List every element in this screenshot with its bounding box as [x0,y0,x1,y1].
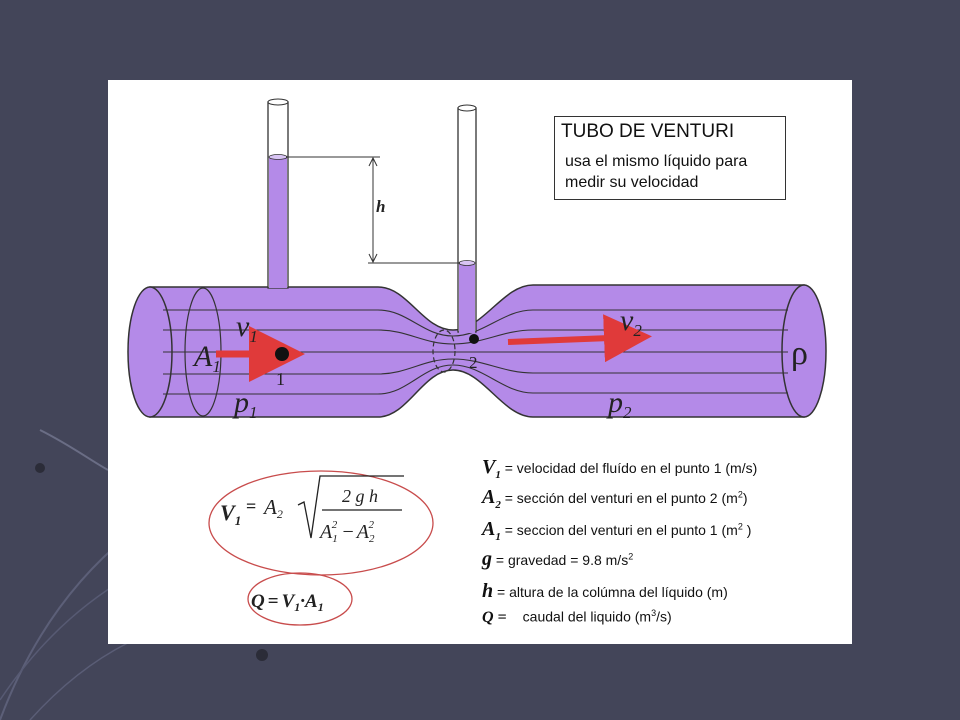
h-label: h [376,197,385,216]
svg-text:V1: V1 [220,500,241,528]
height-dimension [286,156,460,264]
slide: h 1 2 v1 v2 A1 p1 p2 ρ V1 = A2 2 g h A12… [108,80,852,644]
diagram-title: TUBO DE VENTURI [561,121,735,142]
svg-text:A2: A2 [262,495,283,521]
throat-ring [432,329,456,373]
p1-label: p1 [232,386,258,422]
venturi-diagram: h 1 2 v1 v2 A1 p1 p2 ρ V1 = A2 2 g h A12… [127,98,827,626]
rho-label: ρ [791,335,808,372]
v2-label: v2 [620,304,642,340]
legend-row-v1: V1 = velocidad del fluído en el punto 1 … [482,456,758,481]
legend-row-a1: A1 = seccion del venturi en el punto 1 (… [482,518,752,543]
flow-formula: Q=V1·A1 [251,591,324,614]
point-2-dot [469,334,479,344]
a1-label: A1 [192,340,221,376]
svg-text:=: = [246,496,256,516]
legend-row-a2: A2 = sección del venturi en el punto 2 (… [482,486,748,511]
piezometer-tube-1 [267,98,289,289]
diagram-subtitle: usa el mismo líquido para medir su veloc… [565,153,748,191]
legend-row-g: g = gravedad = 9.8 m/s2 [482,548,634,570]
flow-formula-ellipse [247,572,353,626]
legend-row-h: h = altura de la colúmna del líquido (m) [482,580,728,602]
velocity-formula: V1 = A2 2 g h A12−A22 [220,475,404,545]
svg-text:A12−A22: A12−A22 [318,519,375,545]
title-box: TUBO DE VENTURI usa el mismo líquido par… [554,116,786,200]
piezometer-tube-2 [457,104,477,333]
tube-right-end [781,284,827,418]
point-2-label: 2 [469,353,478,372]
point-1-label: 1 [276,369,285,389]
p2-label: p2 [606,386,632,422]
velocity-arrow-2 [507,314,652,363]
point-1-dot [275,347,289,361]
v1-label: v1 [236,310,258,346]
legend-row-q: Q =caudal del liquido (m3/s) [482,608,672,626]
svg-text:2 g h: 2 g h [342,486,378,506]
streamlines [163,309,788,395]
